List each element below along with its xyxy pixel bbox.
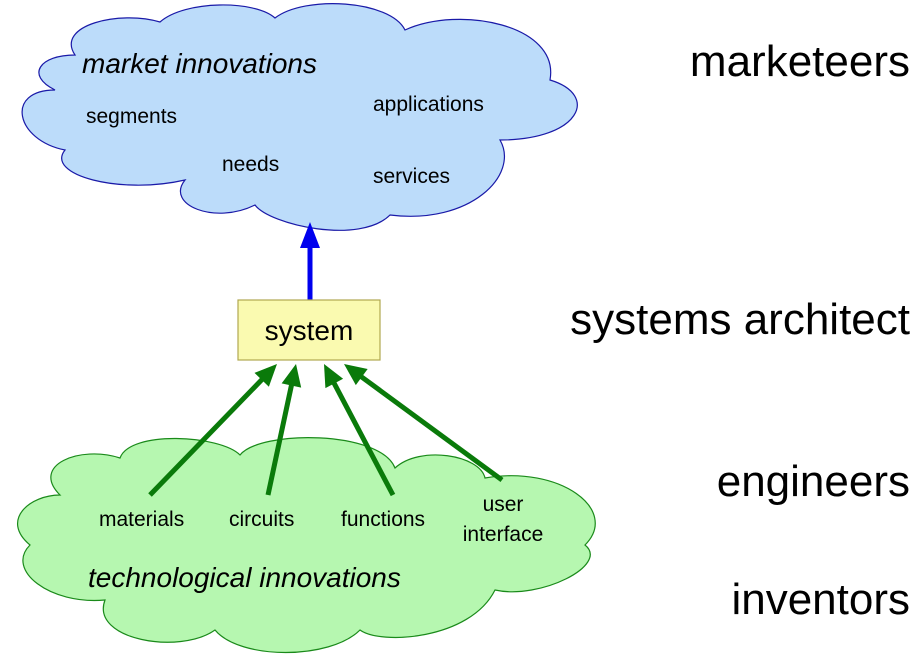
circuits-to-system-arrowhead — [281, 364, 302, 388]
tech-to-system-arrows — [148, 364, 504, 497]
user-interface-to-system-arrowhead — [344, 364, 368, 386]
materials-to-system-arrow — [148, 376, 265, 497]
technological-innovations-cloud — [17, 437, 596, 654]
user-interface-label-line2: interface — [463, 523, 544, 546]
segments-label: segments — [86, 105, 177, 128]
applications-label: applications — [373, 93, 484, 116]
functions-to-system-arrow — [331, 380, 396, 497]
needs-label: needs — [222, 153, 279, 176]
role-inventors: inventors — [731, 575, 910, 624]
role-marketeers: marketeers — [690, 37, 910, 86]
materials-label: materials — [99, 508, 184, 531]
materials-to-system-arrowhead — [254, 364, 277, 387]
services-label: services — [373, 165, 450, 188]
circuits-label: circuits — [229, 508, 294, 531]
role-systems-architect: systems architect — [570, 295, 910, 344]
role-engineers: engineers — [717, 457, 910, 506]
functions-label: functions — [341, 508, 425, 531]
system-label: system — [265, 315, 354, 346]
system-to-market-arrowhead — [300, 222, 320, 248]
functions-to-system-arrowhead — [324, 364, 344, 389]
user-interface-label-line1: user — [483, 493, 524, 516]
technological-innovations-title: technological innovations — [88, 562, 401, 593]
market-innovations-title: market innovations — [82, 48, 317, 79]
user-interface-to-system-arrow — [358, 373, 504, 483]
market-innovations-cloud — [21, 3, 578, 231]
system-box — [237, 299, 381, 361]
circuits-to-system-arrow — [265, 383, 295, 496]
